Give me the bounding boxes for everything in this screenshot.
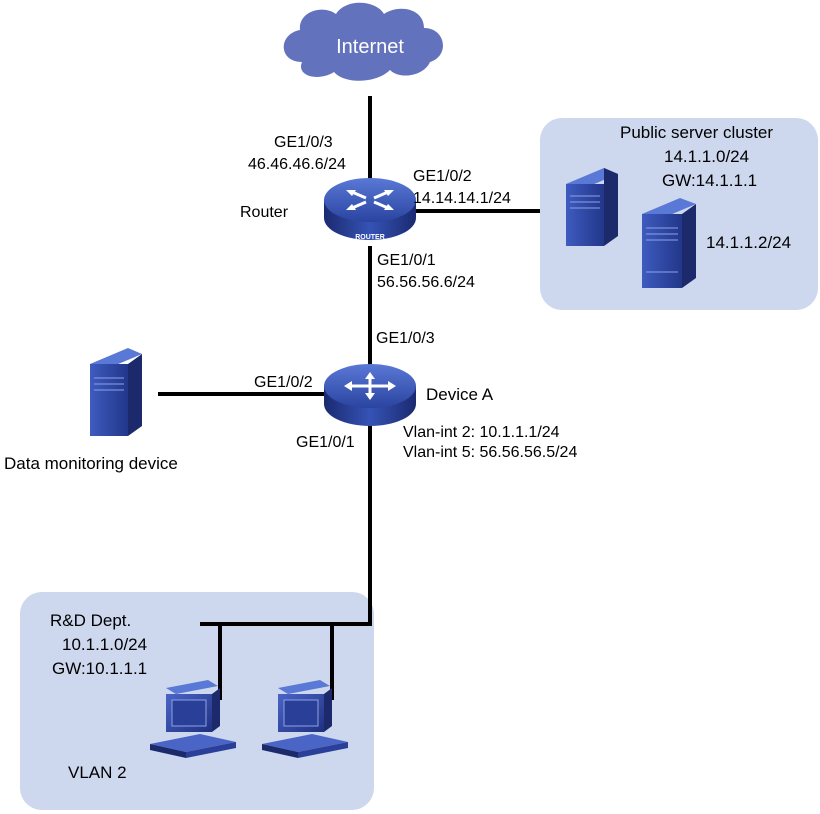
router-ge103-ip: 46.46.46.6/24	[248, 156, 346, 173]
rd-dept-title: R&D Dept.	[50, 611, 132, 630]
rd-dept-gateway: GW:10.1.1.1	[52, 659, 148, 678]
router-ge103-name: GE1/0/3	[274, 134, 333, 151]
server-cluster-gateway: GW:14.1.1.1	[662, 171, 758, 190]
router-ge102-name: GE1/0/2	[413, 168, 472, 185]
pc-icon	[262, 680, 348, 758]
device-a-label: Device A	[426, 385, 494, 404]
internet-cloud	[283, 2, 443, 81]
router-icon: ROUTER	[324, 178, 416, 241]
device-a-ge103-name: GE1/0/3	[376, 330, 435, 347]
server-ip: 14.1.1.2/24	[706, 233, 792, 252]
rd-dept-subnet: 10.1.1.0/24	[62, 635, 148, 654]
router-ge101-name: GE1/0/1	[377, 252, 436, 269]
device-a-icon	[324, 364, 416, 426]
server-icon	[566, 168, 618, 246]
router-ge101-ip: 56.56.56.6/24	[377, 274, 475, 291]
server-icon	[642, 198, 696, 288]
router-ge102-ip: 14.14.14.1/24	[413, 190, 511, 207]
vlan-label: VLAN 2	[68, 763, 127, 782]
router-label: Router	[240, 204, 289, 221]
server-cluster-title: Public server cluster	[620, 123, 774, 142]
device-a-ge102-name: GE1/0/2	[254, 374, 313, 391]
server-cluster-subnet: 14.1.1.0/24	[664, 147, 750, 166]
pc-icon	[150, 680, 236, 758]
monitoring-server-icon	[90, 348, 142, 436]
monitor-label: Data monitoring device	[4, 454, 178, 473]
vlan-int-2: Vlan-int 2: 10.1.1.1/24	[403, 424, 560, 441]
vlan-int-5: Vlan-int 5: 56.56.56.5/24	[403, 444, 578, 461]
router-badge: ROUTER	[355, 234, 385, 241]
device-a-ge101-name: GE1/0/1	[296, 434, 355, 451]
links	[158, 96, 540, 700]
internet-label: Internet	[336, 36, 404, 58]
